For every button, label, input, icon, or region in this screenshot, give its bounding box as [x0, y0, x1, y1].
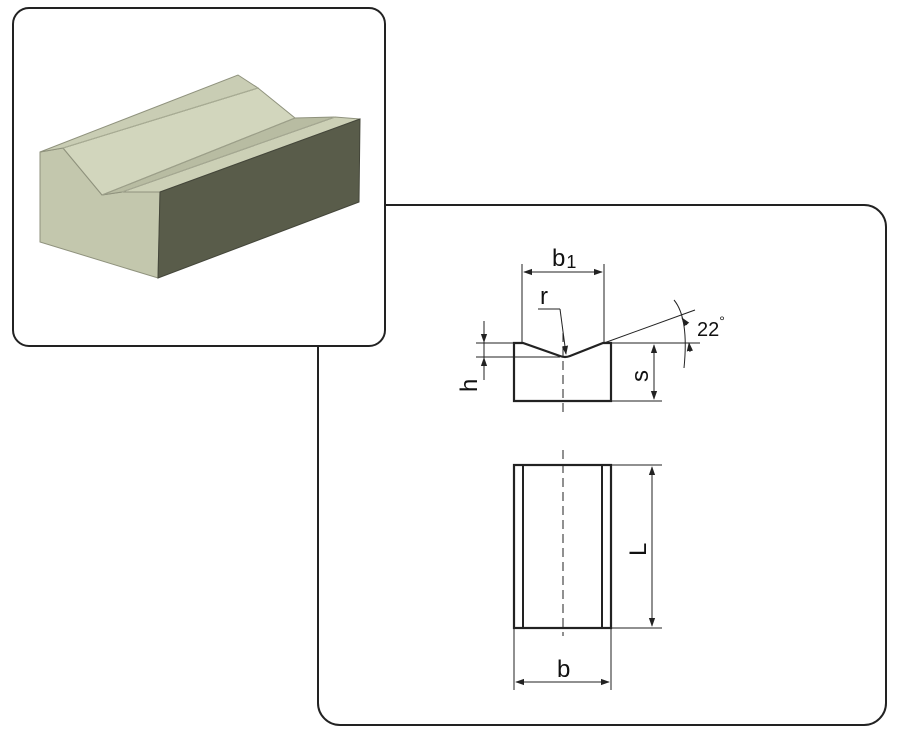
- side-view: [476, 264, 700, 412]
- r-label: r: [540, 283, 548, 310]
- angle-extension-line: [603, 309, 696, 344]
- h-label: h: [456, 379, 483, 392]
- b-label: b: [557, 656, 570, 683]
- r-leader: [559, 308, 569, 355]
- block-front-face: [157, 118, 361, 279]
- isometric-v-block: [39, 74, 361, 279]
- L-label: L: [625, 543, 652, 556]
- s-label: s: [627, 370, 654, 382]
- angle-label: 22°: [697, 313, 725, 341]
- b1-label: b1: [552, 245, 576, 272]
- top-view: [512, 450, 662, 690]
